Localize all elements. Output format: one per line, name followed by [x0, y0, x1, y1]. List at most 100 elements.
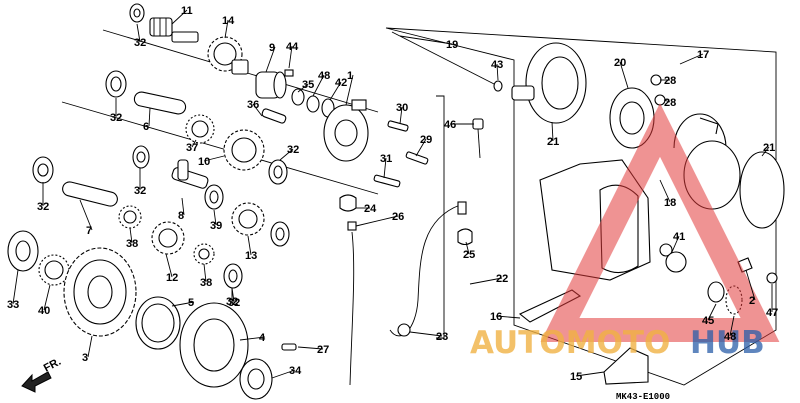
- leader-line-6: [148, 107, 151, 127]
- part-20-brush-holder: [609, 87, 655, 149]
- callout-42: 42: [335, 77, 347, 89]
- part-32-washer-b: [268, 159, 288, 185]
- leader-line-38: [129, 227, 133, 244]
- leader-line-45: [707, 303, 717, 321]
- callout-16: 16: [490, 311, 502, 323]
- callout-37: 37: [186, 142, 198, 154]
- callout-28: 28: [664, 75, 676, 87]
- callout-5: 5: [188, 297, 194, 309]
- callout-21: 21: [763, 142, 775, 154]
- part-28-nuts: [650, 74, 666, 106]
- leader-line-39: [213, 209, 217, 226]
- leader-line-22: [469, 277, 503, 285]
- leader-line-33: [12, 269, 19, 305]
- callout-38: 38: [126, 238, 138, 250]
- leader-line-48: [312, 74, 325, 97]
- part-25-clamp: [457, 228, 473, 246]
- leader-line-20: [619, 61, 629, 89]
- leader-line-44: [288, 45, 293, 69]
- part-21-oring: [739, 151, 785, 229]
- callout-21: 21: [547, 136, 559, 148]
- callout-23: 23: [436, 331, 448, 343]
- callout-32: 32: [287, 144, 299, 156]
- callout-32: 32: [134, 185, 146, 197]
- part-32-washer-c: [132, 145, 150, 169]
- part-37-bearing: [185, 114, 215, 144]
- callout-34: 34: [289, 365, 302, 377]
- callout-48: 48: [724, 331, 736, 343]
- leader-line-29: [415, 138, 427, 157]
- callout-18: 18: [664, 197, 676, 209]
- part-39-collar: [204, 184, 224, 210]
- watermark-text-hub: HUB: [690, 325, 765, 361]
- part-41-oring: [665, 251, 687, 273]
- part-44-pin: [284, 69, 294, 77]
- leader-line-42: [329, 81, 342, 101]
- part-12-gear: [151, 221, 185, 255]
- callout-9: 9: [269, 42, 275, 54]
- callout-32: 32: [37, 201, 49, 213]
- callout-28: 28: [664, 97, 676, 109]
- part-33-washer: [7, 230, 39, 272]
- callout-47: 47: [766, 307, 778, 319]
- part-15-bracket: [603, 347, 649, 385]
- leader-line-37: [191, 139, 197, 148]
- callout-32: 32: [228, 297, 240, 309]
- watermark-logo: AUTOMOTO HUB: [470, 103, 780, 361]
- leader-line-43: [496, 63, 499, 81]
- leader-line-19: [399, 35, 453, 45]
- callout-17: 17: [697, 49, 709, 61]
- part-46-bolt: [472, 118, 484, 159]
- callout-30: 30: [396, 102, 408, 114]
- callout-43: 43: [491, 59, 503, 71]
- callout-22: 22: [496, 273, 508, 285]
- part-9-collar: [255, 71, 287, 99]
- front-label: FR.: [42, 356, 63, 375]
- part-31-bolt: [373, 174, 401, 188]
- callout-13: 13: [245, 250, 257, 262]
- part-38-bearing-b: [193, 243, 215, 265]
- callout-26: 26: [392, 211, 404, 223]
- part-11-gear-shaft: [149, 17, 199, 43]
- callout-32: 32: [110, 112, 122, 124]
- leader-line-7: [79, 199, 93, 231]
- leader-line-21: [551, 121, 554, 142]
- part-47-bolt: [766, 272, 778, 284]
- callout-31: 31: [380, 153, 392, 165]
- part-24-clamp: [339, 194, 357, 231]
- part-21-end-cover: [511, 42, 587, 124]
- callout-15: 15: [570, 371, 582, 383]
- watermark-text-auto: AUTOMOTO: [470, 325, 670, 361]
- callout-27: 27: [317, 344, 329, 356]
- callout-46: 46: [444, 119, 456, 131]
- leader-line-17: [679, 53, 704, 65]
- callout-41: 41: [673, 231, 685, 243]
- part-32-washer-f: [223, 263, 243, 289]
- callout-11: 11: [181, 5, 193, 17]
- part-35-ring: [291, 88, 305, 106]
- part-34-washer: [239, 358, 273, 400]
- leader-line-36: [252, 103, 263, 117]
- callout-32: 32: [226, 296, 238, 308]
- callout-3: 3: [82, 352, 88, 364]
- callout-1: 1: [347, 70, 353, 82]
- part-14-gear: [207, 36, 249, 75]
- part-32-washer-e: [270, 221, 290, 247]
- leader-line-28: [663, 99, 671, 103]
- callout-25: 25: [463, 249, 475, 261]
- part-45-oring: [707, 281, 725, 303]
- part-36-pin: [261, 108, 287, 124]
- callout-12: 12: [166, 272, 178, 284]
- leader-line-48: [729, 315, 735, 337]
- part-23-bolt: [397, 323, 411, 337]
- leader-line-1: [345, 74, 354, 106]
- front-arrow: [21, 371, 52, 393]
- leader-line-14: [224, 19, 229, 39]
- leader-line-15: [575, 371, 605, 377]
- callout-45: 45: [702, 315, 714, 327]
- callout-8: 8: [178, 210, 184, 222]
- leader-line-30: [399, 106, 403, 125]
- callout-33: 33: [7, 299, 19, 311]
- leader-line-8: [181, 197, 185, 216]
- part-26-cable: [349, 231, 355, 386]
